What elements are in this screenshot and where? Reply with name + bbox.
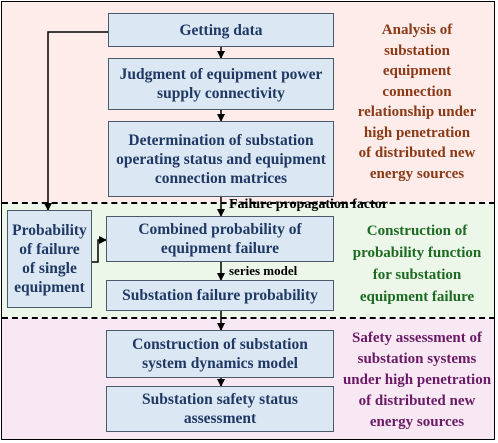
arrow-getting-to-single xyxy=(44,31,108,211)
section-divider-top xyxy=(2,202,495,204)
failure-propagation-label: Failure propagation factor xyxy=(229,197,388,212)
safety-section-label: Safety assessment of substation systems … xyxy=(342,330,492,430)
analysis-section-label: Analysis of substation equipment connect… xyxy=(357,22,477,182)
getting-data-node: Getting data xyxy=(108,13,334,47)
section-divider-bottom xyxy=(2,317,495,319)
arrow-single-to-combined xyxy=(92,236,107,263)
probability-section-label: Construction of probability function for… xyxy=(352,223,482,305)
substation-failure-node: Substation failure probability xyxy=(106,280,334,311)
series-model-label: series model xyxy=(229,263,298,278)
